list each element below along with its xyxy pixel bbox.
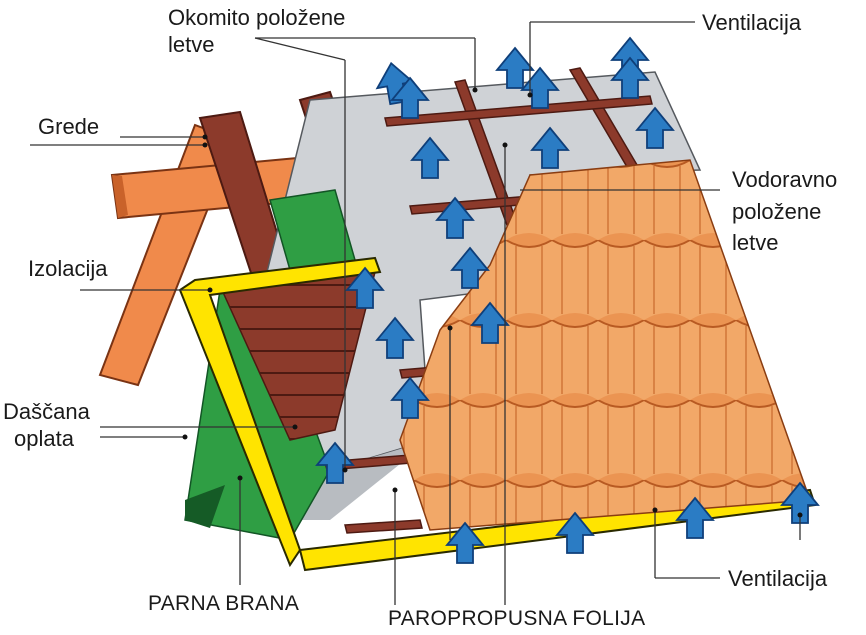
label-vodoravno-line2: položene xyxy=(732,199,822,224)
label-grede: Grede xyxy=(38,114,100,139)
leader-lines xyxy=(30,21,801,605)
label-dascana-line2: oplata xyxy=(14,426,74,451)
roof-tiles xyxy=(399,159,812,531)
label-ventilacija-top: Ventilacija xyxy=(702,10,802,35)
label-ventilacija-bottom: Ventilacija xyxy=(728,566,828,591)
label-vodoravno-line3: letve xyxy=(732,230,779,255)
label-izolacija: Izolacija xyxy=(28,256,108,281)
label-dascana-line1: Daščana xyxy=(3,399,90,424)
label-paropropusna-folija: PAROPROPUSNA FOLIJA xyxy=(388,607,646,630)
label-parna-brana: PARNA BRANA xyxy=(148,592,300,615)
marker-dots xyxy=(182,87,803,518)
label-vodoravno-line1: Vodoravno xyxy=(732,167,838,192)
label-okomito-line1: Okomito položene xyxy=(168,5,346,30)
label-okomito-line2: letve xyxy=(168,32,215,57)
beams xyxy=(98,90,352,387)
